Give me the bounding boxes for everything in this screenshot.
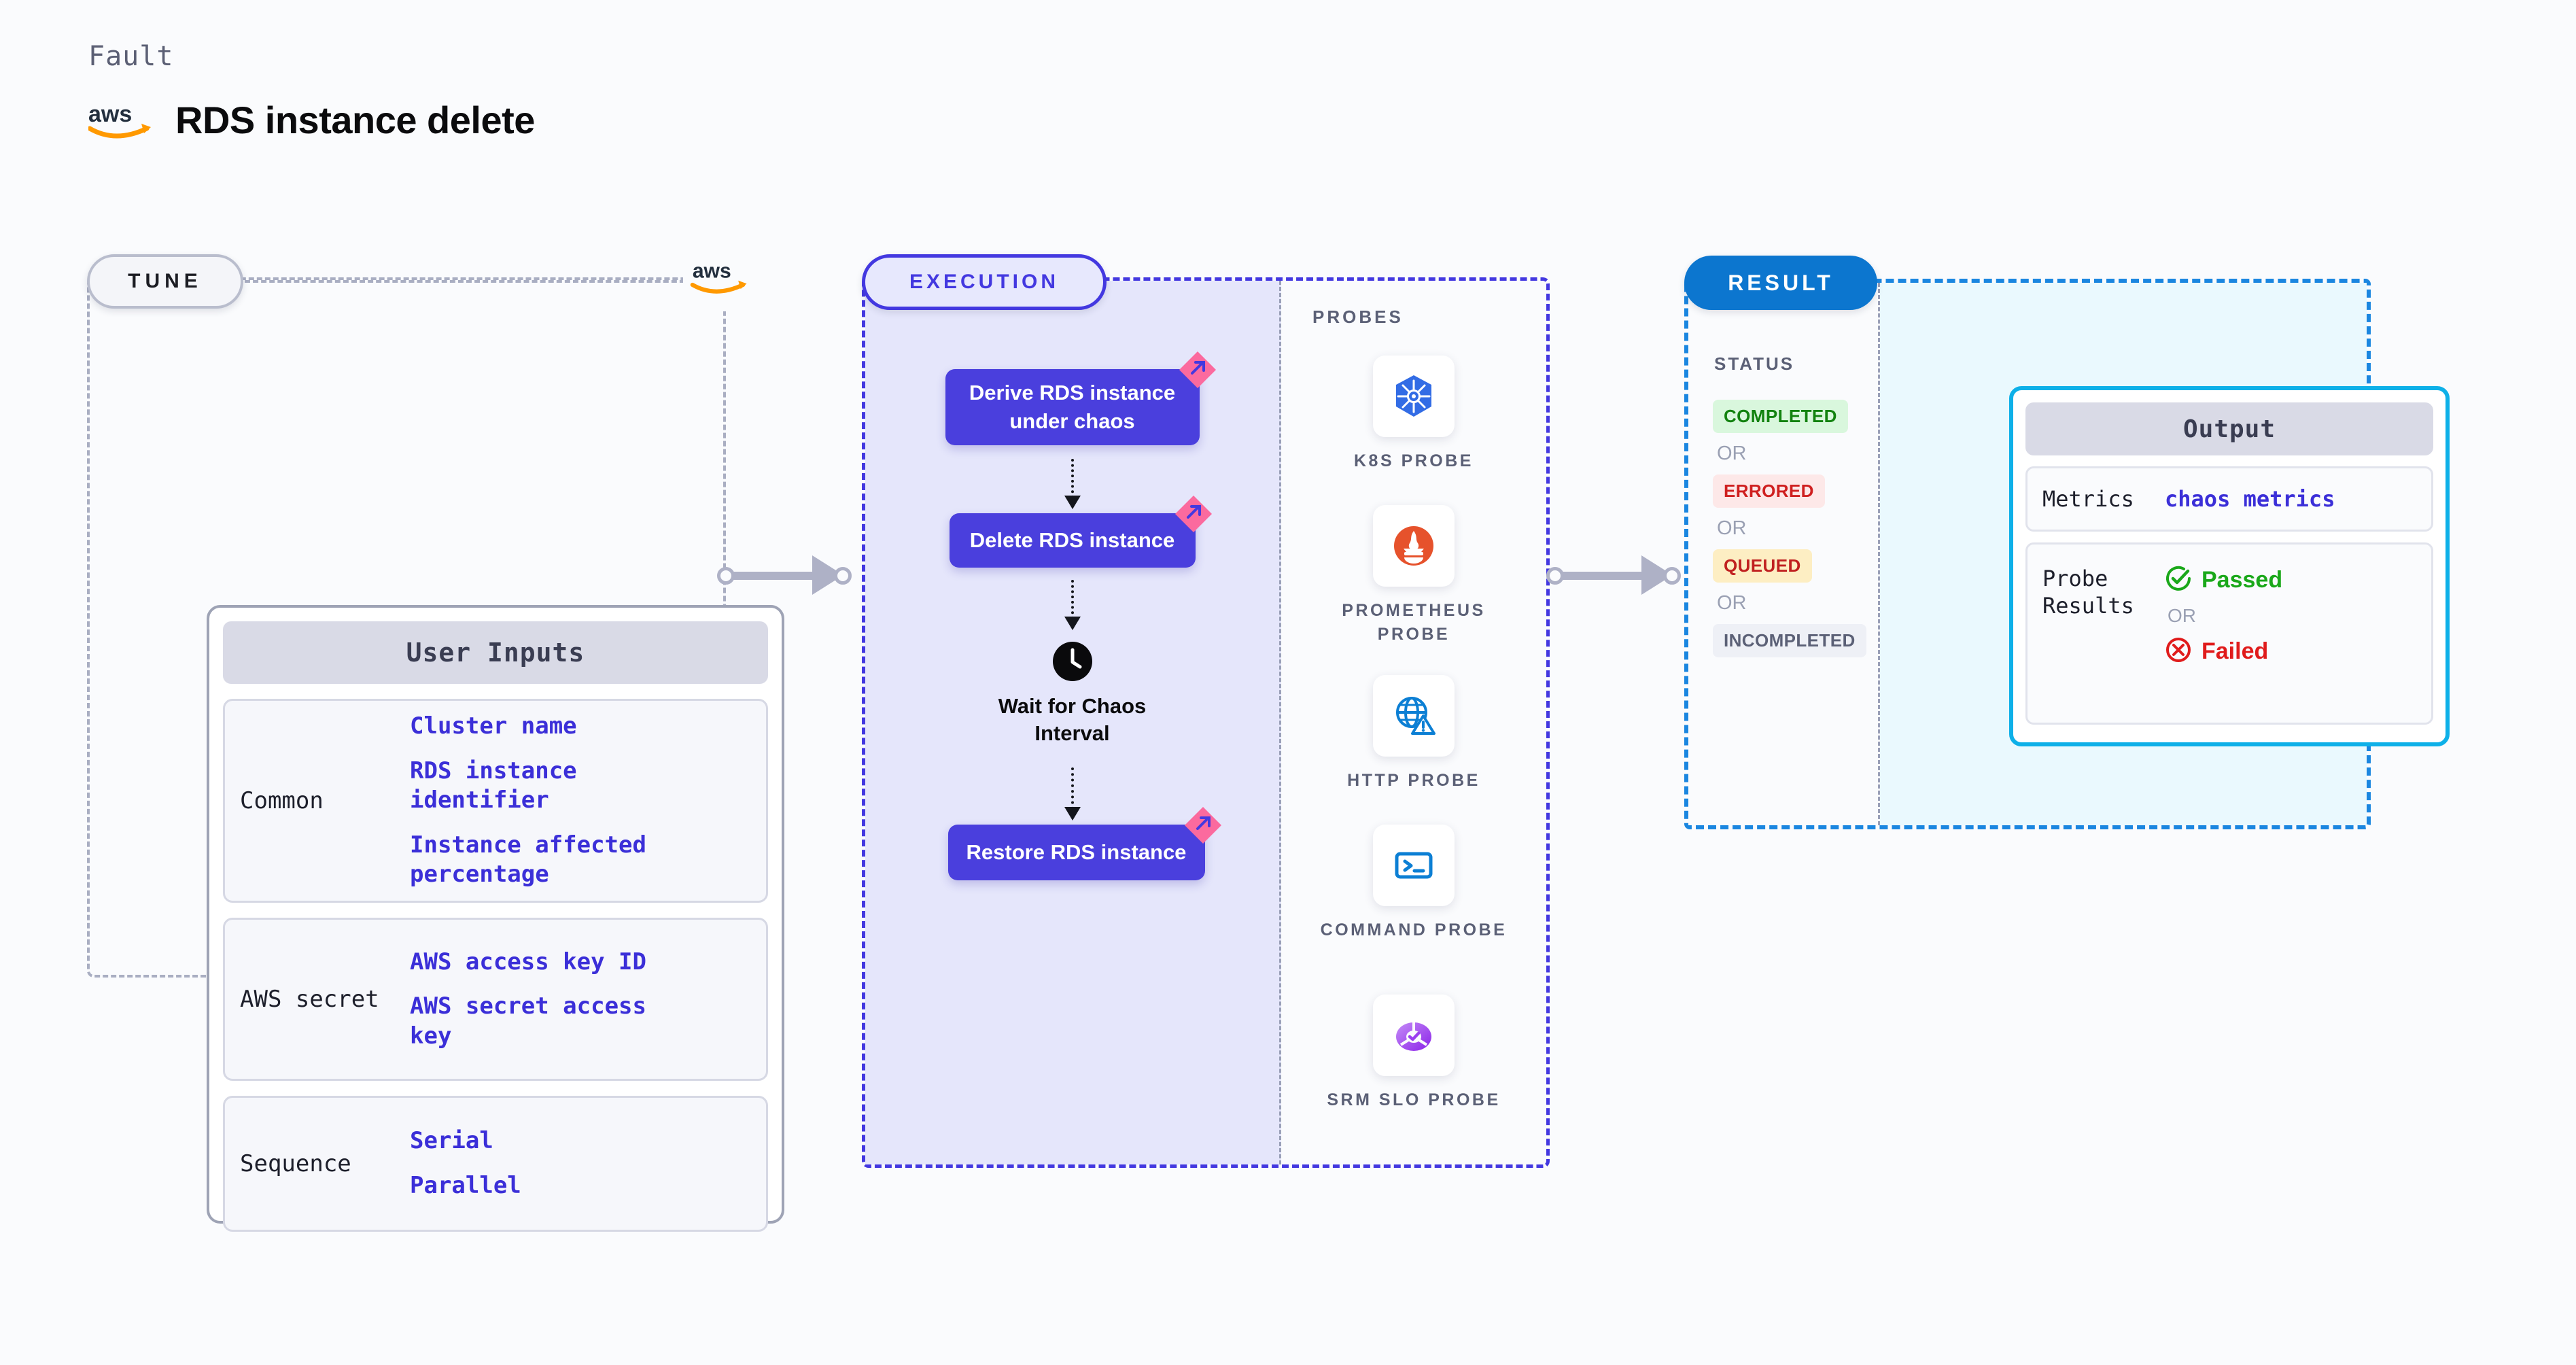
svg-text:aws: aws: [693, 260, 731, 282]
x-circle-icon: [2165, 636, 2192, 667]
probe-item-k8s[interactable]: K8S PROBE: [1312, 356, 1516, 473]
probe-label: SRM SLO PROBE: [1327, 1090, 1501, 1109]
param-value[interactable]: Instance affected percentage: [410, 831, 646, 888]
output-column: Output Metrics chaos metrics Probe Resul…: [1880, 283, 2450, 825]
param-value[interactable]: Parallel: [410, 1172, 521, 1199]
param-value-list: Serial Parallel: [410, 1126, 521, 1200]
flow-arrow: [1071, 459, 1074, 498]
output-probe-results-label: Probe Results: [2042, 566, 2134, 619]
param-value[interactable]: AWS secret access key: [410, 992, 646, 1050]
param-group-label: AWS secret: [240, 985, 379, 1013]
or-separator: OR: [1717, 443, 1747, 464]
page-header: Fault aws RDS instance delete: [87, 41, 535, 142]
harness-flag-icon: [1183, 806, 1223, 845]
execution-flow-column: Derive RDS instance under chaos Delete R…: [865, 281, 1281, 1164]
user-inputs-card: User Inputs Common Cluster name RDS inst…: [207, 605, 784, 1232]
probe-label: K8S PROBE: [1354, 451, 1474, 470]
execution-section-tab[interactable]: EXECUTION: [862, 254, 1107, 310]
result-section-tab[interactable]: RESULT: [1684, 256, 1877, 310]
flow-step-label: Derive RDS instance under chaos: [969, 381, 1176, 433]
fault-kicker: Fault: [88, 41, 174, 72]
flow-step-delete[interactable]: Delete RDS instance: [949, 496, 1212, 568]
probe-item-prometheus[interactable]: PROMETHEUS PROBE: [1312, 505, 1516, 646]
param-value[interactable]: Cluster name: [410, 712, 577, 740]
probe-label: COMMAND PROBE: [1320, 920, 1508, 939]
clock-icon: [1052, 641, 1093, 682]
param-value-list: Cluster name RDS instance identifier Ins…: [410, 712, 695, 890]
param-group-label: Common: [240, 787, 324, 814]
flow-step-label: Restore RDS instance: [966, 840, 1187, 865]
status-badge: COMPLETED: [1713, 400, 1848, 433]
flow-arrow-tip: [1064, 617, 1081, 630]
kubernetes-icon: [1373, 356, 1455, 437]
or-separator: OR: [1717, 517, 1747, 539]
probe-passed-label: Passed: [2201, 567, 2283, 593]
probe-item-srm-slo[interactable]: SRM SLO PROBE: [1312, 995, 1516, 1112]
output-card-title: Output: [2025, 402, 2433, 455]
probes-title: PROBES: [1312, 307, 1404, 327]
terminal-icon: [1373, 825, 1455, 906]
srm-slo-donut-icon: [1373, 995, 1455, 1076]
or-separator: OR: [1717, 592, 1747, 614]
tune-section: User Inputs Common Cluster name RDS inst…: [87, 277, 784, 1232]
probe-result-failed: Failed: [2165, 636, 2282, 667]
probes-column: PROBES: [1281, 281, 1546, 1164]
harness-flag-icon: [1178, 350, 1217, 390]
tune-section-tab[interactable]: TUNE: [87, 254, 243, 309]
connector-tune-to-execution: [717, 553, 853, 597]
flow-arrow: [1071, 767, 1074, 810]
status-badge: ERRORED: [1713, 474, 1825, 508]
param-value-list: AWS access key ID AWS secret access key: [410, 948, 695, 1052]
probe-item-http[interactable]: HTTP PROBE: [1312, 675, 1516, 793]
user-inputs-title: User Inputs: [223, 621, 768, 684]
param-value[interactable]: RDS instance identifier: [410, 757, 577, 814]
status-column: STATUS COMPLETED OR ERRORED OR QUEUED OR…: [1688, 283, 1880, 825]
title-row: aws RDS instance delete: [87, 98, 535, 142]
probe-failed-label: Failed: [2201, 638, 2269, 664]
prometheus-icon: [1373, 505, 1455, 587]
param-value[interactable]: Serial: [410, 1127, 493, 1155]
probe-label: HTTP PROBE: [1347, 771, 1480, 790]
flow-step-label: Delete RDS instance: [969, 528, 1175, 553]
probe-result-passed: Passed: [2165, 565, 2282, 595]
flow-step-derive[interactable]: Derive RDS instance under chaos: [945, 351, 1216, 445]
status-badge: QUEUED: [1713, 549, 1812, 583]
param-group-aws-secret: AWS secret AWS access key ID AWS secret …: [223, 918, 768, 1081]
probe-result-values: Passed OR Failed: [2165, 565, 2282, 667]
execution-section: Derive RDS instance under chaos Delete R…: [862, 277, 1550, 1168]
flow-step-wait: Wait for Chaos Interval: [971, 641, 1174, 746]
flow-arrow-tip: [1064, 496, 1081, 509]
param-value[interactable]: AWS access key ID: [410, 948, 646, 975]
result-section: STATUS COMPLETED OR ERRORED OR QUEUED OR…: [1684, 279, 2450, 829]
probe-item-command[interactable]: COMMAND PROBE: [1312, 825, 1516, 942]
aws-logo-icon: aws: [683, 247, 763, 311]
http-globe-warning-icon: [1373, 675, 1455, 757]
param-group-label: Sequence: [240, 1150, 351, 1177]
flow-step-restore[interactable]: Restore RDS instance: [947, 807, 1221, 880]
tune-provider-connector: [245, 280, 693, 283]
aws-logo-icon: aws: [87, 101, 163, 139]
flow-arrow-tip: [1064, 807, 1081, 820]
output-metrics-label: Metrics: [2042, 486, 2134, 512]
probe-label: PROMETHEUS PROBE: [1342, 601, 1486, 644]
harness-flag-icon: [1174, 494, 1213, 534]
output-card: Output Metrics chaos metrics Probe Resul…: [2009, 386, 2450, 746]
output-metrics-value[interactable]: chaos metrics: [2165, 486, 2335, 512]
status-badge-list: COMPLETED OR ERRORED OR QUEUED OR INCOMP…: [1713, 400, 1866, 657]
wait-step-label: Wait for Chaos Interval: [998, 694, 1147, 745]
output-probe-results-row: Probe Results Passed OR: [2025, 542, 2433, 725]
connector-execution-to-result: [1546, 553, 1682, 597]
flow-arrow: [1071, 580, 1074, 619]
status-title: STATUS: [1714, 353, 1795, 374]
output-metrics-row: Metrics chaos metrics: [2025, 466, 2433, 532]
status-badge: INCOMPLETED: [1713, 624, 1866, 657]
or-separator: OR: [2168, 605, 2196, 626]
check-circle-icon: [2165, 565, 2192, 595]
page-title: RDS instance delete: [175, 99, 535, 141]
svg-text:aws: aws: [88, 101, 132, 127]
param-group-sequence: Sequence Serial Parallel: [223, 1096, 768, 1232]
param-group-common: Common Cluster name RDS instance identif…: [223, 699, 768, 903]
